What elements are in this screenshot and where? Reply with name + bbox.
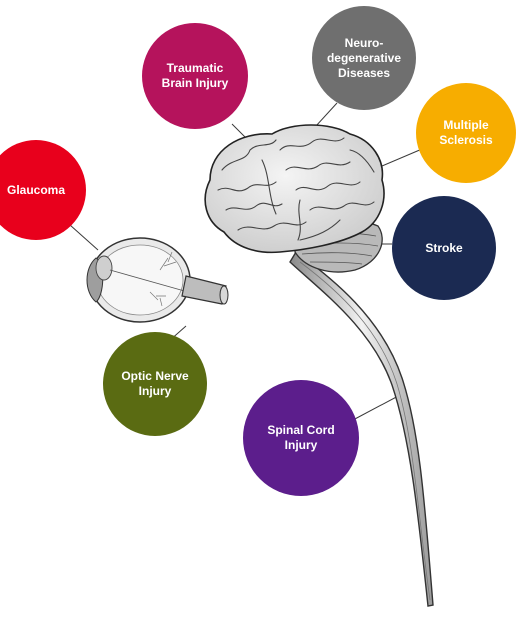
- neurodegenerative-diseases-circle: [312, 6, 416, 110]
- eye-illustration: [86, 237, 229, 323]
- traumatic-brain-injury-circle: [142, 23, 248, 129]
- brain-illustration: [204, 124, 385, 273]
- optic-nerve-injury-circle: [103, 332, 207, 436]
- connector-spinal-cord-injury: [352, 393, 403, 421]
- spinal-cord-illustration: [289, 250, 434, 607]
- stroke-circle: [392, 196, 496, 300]
- spinal-cord-injury-circle: [243, 380, 359, 496]
- connector-glaucoma: [69, 224, 99, 251]
- glaucoma-circle: [0, 140, 86, 240]
- multiple-sclerosis-circle: [416, 83, 516, 183]
